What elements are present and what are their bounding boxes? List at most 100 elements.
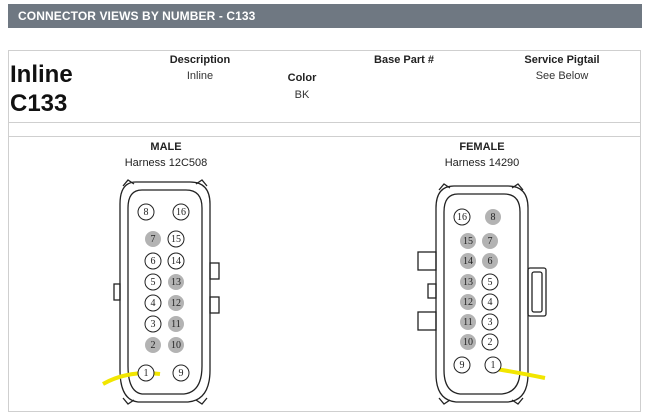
pin-cavity [168,274,184,290]
pin-cavity [460,334,476,350]
female-housing-inner [443,193,521,395]
pin-number: 3 [488,317,493,328]
pin-number: 8 [144,207,149,218]
pin-number: 2 [151,340,156,351]
pin-number: 14 [463,256,473,267]
pin-cavity [172,364,190,382]
pin-cavity [453,208,471,226]
pin-number: 2 [488,337,493,348]
pin-number: 5 [488,277,493,288]
pin-cavity [168,337,184,353]
pin-number: 12 [463,297,473,308]
color-header: Color [287,72,317,84]
color-value: BK [294,89,310,101]
male-side-key [113,283,121,301]
male-corner-tab [195,179,208,187]
service-pigtail-link[interactable]: See Below [535,70,589,82]
pin-number: 11 [171,319,181,330]
female-side-key [417,311,437,331]
male-housing-outline [119,181,211,403]
pin-cavity [481,273,499,291]
pin-number: 10 [171,340,181,351]
female-side-key [427,283,437,299]
pin-cavity [145,337,161,353]
female-view-label: FEMALE [459,141,505,153]
divider [8,136,641,137]
description-header: Description [169,54,231,66]
pin-number: 8 [491,212,496,223]
pin-number: 14 [171,256,181,267]
pin-number: 15 [463,236,473,247]
pin-number: 7 [151,234,156,245]
pin-cavity [460,294,476,310]
pin-number: 9 [460,360,465,371]
male-latch [209,296,220,314]
pin-cavity [460,314,476,330]
male-view-label: MALE [150,141,182,153]
pin-number: 1 [144,368,149,379]
pin-cavity [484,356,502,374]
pin-number: 3 [151,319,156,330]
male-corner-tab [195,397,208,405]
connector-id: C133 [10,90,68,117]
male-corner-tab [122,179,135,187]
connector-type: Inline [10,61,73,88]
male-housing-inner [127,189,203,395]
pin-number: 15 [171,234,181,245]
female-housing-outline [435,185,529,403]
pin-cavity [481,333,499,351]
pin-cavity [482,233,498,249]
pin-cavity [460,274,476,290]
pin-number: 4 [151,298,156,309]
pin-cavity [168,316,184,332]
pin-cavity [144,294,162,312]
pin-number: 4 [488,297,493,308]
service-pigtail-header: Service Pigtail [524,54,600,66]
pin-cavity [168,295,184,311]
pin-cavity [453,356,471,374]
connector-title: Inline C133 [10,60,73,118]
pin-cavity [137,364,155,382]
pin-number: 5 [151,277,156,288]
male-harness-label: Harness 12C508 [124,157,208,169]
pin-number: 1 [491,360,496,371]
pin-number: 12 [171,298,181,309]
pin-number: 6 [488,256,493,267]
female-corner-tab [438,397,451,405]
pin-cavity [460,233,476,249]
pin-cavity [481,293,499,311]
pin-cavity [144,315,162,333]
female-corner-tab [511,397,524,405]
pin-number: 7 [488,236,493,247]
section-banner: CONNECTOR VIEWS BY NUMBER - C133 [8,4,642,28]
pin-cavity [145,231,161,247]
female-latch [527,267,547,317]
female-corner-tab [511,183,524,191]
pin-number: 9 [179,368,184,379]
female-side-key [417,251,437,271]
pin-cavity [485,209,501,225]
pin-cavity [460,253,476,269]
female-harness-label: Harness 14290 [444,157,520,169]
female-corner-tab [438,183,451,191]
pin-number: 11 [463,317,473,328]
base-part-header: Base Part # [374,54,434,66]
pin-cavity [167,230,185,248]
pin-cavity [144,252,162,270]
pin-number: 13 [463,277,473,288]
pin-cavity [137,203,155,221]
pin-cavity [482,253,498,269]
pin-cavity [144,273,162,291]
female-latch-inner [531,271,543,313]
description-value: Inline [186,70,214,82]
male-latch [209,262,220,280]
connector-info-panel [8,50,641,412]
male-corner-tab [122,397,135,405]
pin-number: 6 [151,256,156,267]
divider [8,122,641,123]
pin-number: 10 [463,337,473,348]
